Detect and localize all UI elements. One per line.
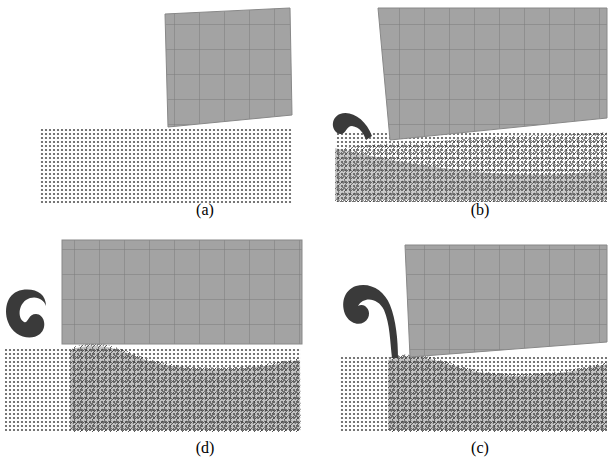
block <box>378 8 607 140</box>
disturbed-particles <box>335 148 607 200</box>
disturbed-particles <box>388 354 607 432</box>
panel-label: (a) <box>196 200 214 219</box>
disturbed-particles <box>70 346 300 430</box>
panel-d <box>5 240 302 432</box>
panel-label: (c) <box>471 438 489 457</box>
panel-c <box>340 245 607 432</box>
panel-label: (d) <box>196 438 215 457</box>
disturbed-particles <box>388 356 607 430</box>
panel-b <box>333 8 607 202</box>
panel-label: (b) <box>471 200 490 219</box>
disturbed-particles <box>335 132 607 202</box>
splash-jet <box>333 113 372 140</box>
block <box>405 245 607 357</box>
particle-bed <box>40 127 292 203</box>
block <box>165 8 292 127</box>
particle-bed <box>340 356 607 432</box>
disturbed-particles <box>70 344 301 432</box>
splash-jet <box>6 290 46 338</box>
block <box>62 240 302 344</box>
panel-a <box>40 8 292 203</box>
particle-bed <box>335 132 607 202</box>
splash-jet <box>343 285 398 358</box>
